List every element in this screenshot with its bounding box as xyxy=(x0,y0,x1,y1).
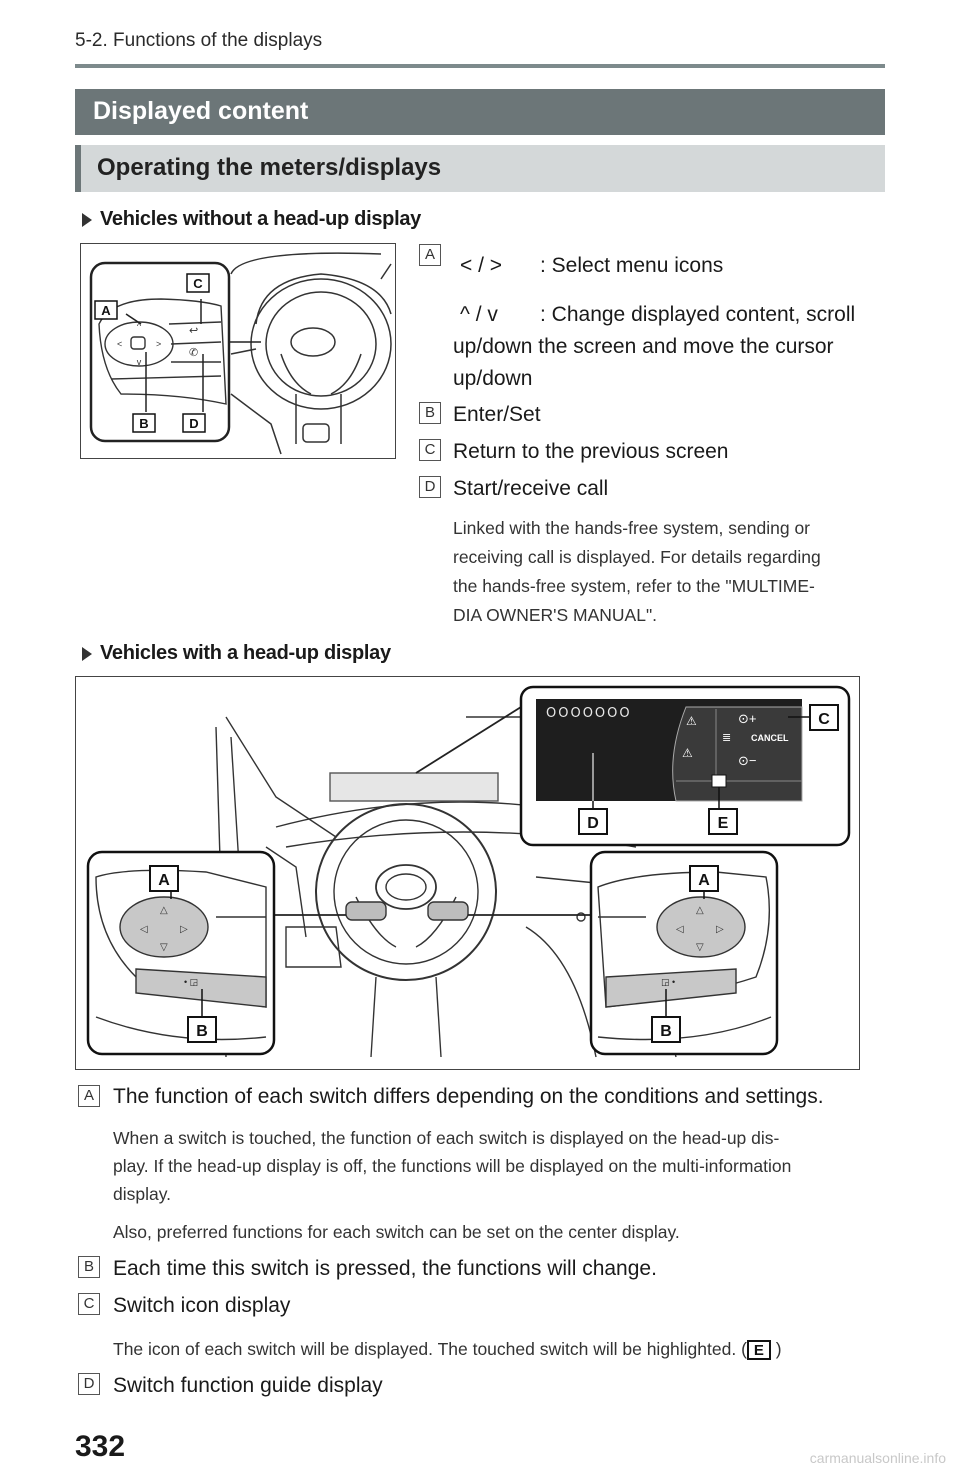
fig2-callout-d: D xyxy=(587,815,599,832)
item-d-note2: receiving call is displayed. For details… xyxy=(453,547,821,567)
section-title-bar: Displayed content xyxy=(75,89,885,135)
fig2-callout-c: C xyxy=(818,711,830,728)
subsection-title: Operating the meters/displays xyxy=(97,154,442,181)
svg-text:⚠: ⚠ xyxy=(682,746,693,760)
bullet-triangle-icon xyxy=(82,646,92,661)
item-marker-d: D xyxy=(419,476,441,498)
item-marker-a: A xyxy=(419,244,441,266)
hud-item-marker-d: D xyxy=(78,1373,100,1395)
fig2-callout-a-left: A xyxy=(158,872,170,889)
svg-text:◁: ◁ xyxy=(140,924,148,935)
svg-text:↩: ↩ xyxy=(189,325,198,337)
fig1-callout-b: B xyxy=(139,416,148,431)
svg-text:v: v xyxy=(137,357,142,367)
item-d-note3: the hands-free system, refer to the "MUL… xyxy=(453,576,815,596)
breadcrumb: 5-2. Functions of the displays xyxy=(75,30,323,51)
svg-text:◲ •: ◲ • xyxy=(661,977,675,987)
hud-item-d-text: Switch function guide display xyxy=(113,1374,383,1397)
hud-item-a-text: The function of each switch differs depe… xyxy=(113,1085,824,1108)
arrows-up-down: ^ / v xyxy=(460,303,498,326)
arrows-left-right: < / > xyxy=(460,254,503,277)
svg-text:▽: ▽ xyxy=(696,942,704,953)
section-title: Displayed content xyxy=(93,97,309,125)
svg-text:^: ^ xyxy=(137,321,142,331)
subsection-title-bar: Operating the meters/displays xyxy=(75,145,885,192)
fig2-callout-a-right: A xyxy=(698,872,710,889)
steering-switch-figure: ^ < > v ↩ ✆ A C B D xyxy=(80,243,396,459)
item-a-line1: : Select menu icons xyxy=(540,254,724,277)
svg-text:△: △ xyxy=(696,905,704,916)
inline-callout-e: E xyxy=(746,1340,771,1361)
hud-item-c-note-end: ) xyxy=(775,1339,782,1359)
svg-text:✆: ✆ xyxy=(189,347,198,359)
header-rule xyxy=(75,64,885,68)
bullet-triangle-icon xyxy=(82,212,92,227)
fig1-callout-c: C xyxy=(193,276,203,291)
cancel-label: CANCEL xyxy=(751,733,789,743)
item-d-note4: DIA OWNER'S MANUAL". xyxy=(453,605,658,625)
svg-text:<: < xyxy=(117,339,122,349)
item-a-line3: up/down the screen and move the cursor xyxy=(453,335,834,358)
watermark: carmanualsonline.info xyxy=(809,1450,946,1466)
svg-text:◁: ◁ xyxy=(676,924,684,935)
svg-text:⊙+: ⊙+ xyxy=(738,711,756,726)
hud-item-c-note-text: The icon of each switch will be displaye… xyxy=(113,1339,747,1359)
no-hud-heading-text: Vehicles without a head-up display xyxy=(100,208,421,230)
hud-cockpit-illustration: OOOOOOO ⚠ ⚠ ⊙+ ≣ CANCEL ⊙− △ ◁ ▷ ▽ xyxy=(86,685,851,1058)
fig2-callout-e: E xyxy=(718,815,729,832)
page-number: 332 xyxy=(75,1430,126,1463)
svg-text:▷: ▷ xyxy=(180,924,188,935)
item-marker-b: B xyxy=(419,402,441,424)
svg-text:▷: ▷ xyxy=(716,924,724,935)
hud-item-b-text: Each time this switch is pressed, the fu… xyxy=(113,1257,657,1280)
fig1-callout-a: A xyxy=(101,303,111,318)
item-a-line2: : Change displayed content, scroll xyxy=(540,303,856,326)
hud-item-a-note4: Also, preferred functions for each switc… xyxy=(113,1222,680,1242)
item-c-text: Return to the previous screen xyxy=(453,440,729,463)
hud-item-c-note: The icon of each switch will be displaye… xyxy=(113,1335,782,1364)
hud-heading: Vehicles with a head-up display xyxy=(82,642,391,665)
item-d-note1: Linked with the hands-free system, sendi… xyxy=(453,518,810,538)
svg-text:⚠: ⚠ xyxy=(686,714,697,728)
no-hud-heading: Vehicles without a head-up display xyxy=(82,208,421,231)
hud-item-a-note1: When a switch is touched, the function o… xyxy=(113,1128,780,1148)
svg-text:≣: ≣ xyxy=(722,732,731,744)
item-marker-c: C xyxy=(419,439,441,461)
hud-item-marker-a: A xyxy=(78,1085,100,1107)
steering-wheel-illustration: ^ < > v ↩ ✆ A C B D xyxy=(89,252,392,455)
svg-text:⊙−: ⊙− xyxy=(738,753,756,768)
hud-placeholder-text: OOOOOOO xyxy=(546,706,632,721)
hud-item-marker-b: B xyxy=(78,1256,100,1278)
item-a-line4: up/down xyxy=(453,367,533,390)
fig1-callout-d: D xyxy=(189,416,198,431)
hud-item-c-text: Switch icon display xyxy=(113,1294,291,1317)
hud-heading-text: Vehicles with a head-up display xyxy=(100,642,391,664)
hud-item-a-note2: play. If the head-up display is off, the… xyxy=(113,1156,792,1176)
item-d-text: Start/receive call xyxy=(453,477,609,500)
svg-text:>: > xyxy=(156,339,161,349)
hud-switch-figure: OOOOOOO ⚠ ⚠ ⊙+ ≣ CANCEL ⊙− △ ◁ ▷ ▽ xyxy=(75,676,860,1070)
svg-text:△: △ xyxy=(160,905,168,916)
item-b-text: Enter/Set xyxy=(453,403,541,426)
svg-text:• ◲: • ◲ xyxy=(184,977,198,987)
fig2-callout-b-right: B xyxy=(660,1023,672,1040)
hud-item-marker-c: C xyxy=(78,1293,100,1315)
fig2-callout-b-left: B xyxy=(196,1023,208,1040)
hud-item-a-note3: display. xyxy=(113,1184,172,1204)
svg-text:▽: ▽ xyxy=(160,942,168,953)
